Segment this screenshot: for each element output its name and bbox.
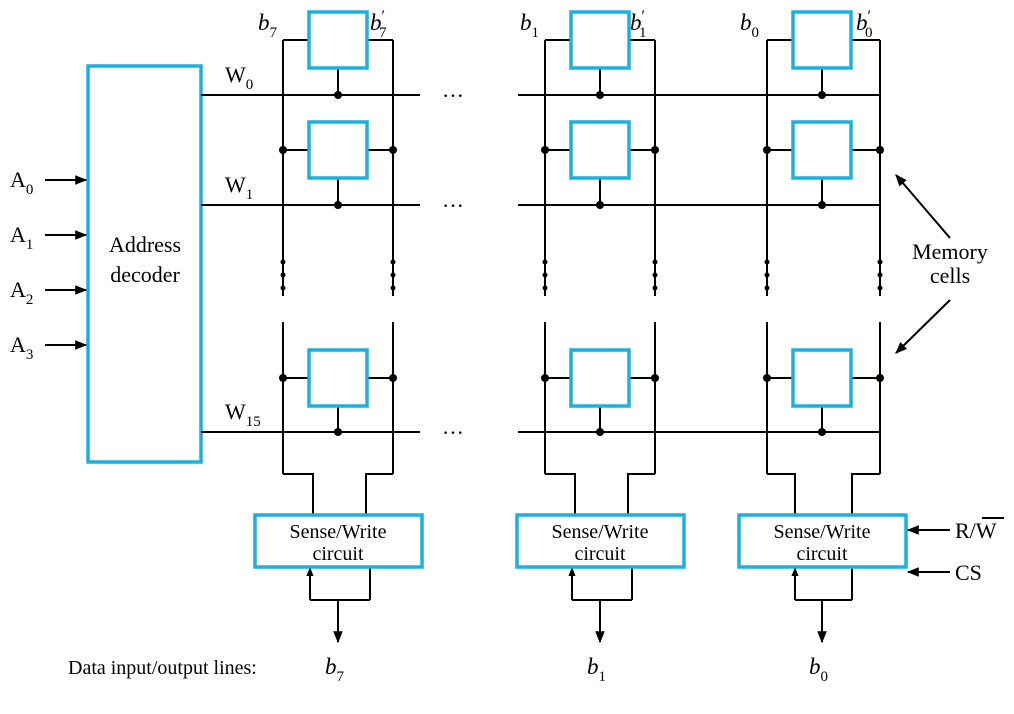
svg-text:W15: W15 — [225, 399, 261, 430]
memory-cell — [791, 348, 853, 408]
svg-text:W0: W0 — [225, 62, 253, 93]
address-input-letter: A — [10, 222, 26, 247]
rw-r-label: R/ — [955, 518, 977, 543]
word-line-letter: W — [225, 62, 246, 87]
bit-line-sub: 0 — [752, 25, 760, 41]
bit-column-b7: b7 b′7 — [258, 8, 397, 644]
word-line-w15: ··· W15 — [201, 399, 880, 445]
svg-text:b1: b1 — [587, 654, 606, 685]
word-line-letter: W — [225, 172, 246, 197]
ellipsis: ··· — [442, 420, 464, 445]
decoder-label-line2: decoder — [110, 262, 180, 287]
data-io-bit-sub: 0 — [821, 669, 829, 685]
data-io-bit: b — [587, 654, 599, 679]
svg-text:R/W: R/W — [955, 518, 997, 543]
svg-text:A0: A0 — [10, 167, 33, 198]
memory-cell — [791, 120, 853, 180]
address-input-letter: A — [10, 277, 26, 302]
svg-text:W1: W1 — [225, 172, 253, 203]
memory-cell — [569, 120, 631, 180]
bit-line-label: b — [740, 10, 752, 35]
word-lines: ··· W0 ··· W1 ··· W15 — [201, 62, 880, 445]
data-io-bit-sub: 1 — [599, 669, 607, 685]
word-line-sub: 0 — [246, 77, 254, 93]
control-input-rw: R/W — [906, 517, 1004, 543]
bit-line-sub: 7 — [270, 25, 278, 41]
sense-write-circuit-b0: Sense/Write circuit — [737, 513, 908, 569]
address-input-letter: A — [10, 332, 26, 357]
bit-line-complement-sub: 1 — [639, 25, 647, 41]
address-input-sub: 2 — [26, 292, 34, 308]
bit-line-complement-sub: 7 — [379, 25, 387, 41]
bit-line-sub: 1 — [532, 25, 540, 41]
memory-cells-label-line1: Memory — [912, 239, 988, 264]
sense-write-label-line2: circuit — [312, 543, 364, 565]
bit-column-b0: b0 b′0 — [740, 8, 884, 644]
memory-cells-label-line2: cells — [930, 263, 970, 288]
memory-cell — [791, 10, 853, 70]
svg-text:A3: A3 — [10, 332, 33, 363]
decoder-label-line1: Address — [109, 232, 181, 257]
address-input-a2: A2 — [10, 277, 88, 308]
address-input-a0: A0 — [10, 167, 88, 198]
word-line-sub: 1 — [246, 187, 254, 203]
prime-mark: ′ — [382, 8, 386, 25]
address-input-letter: A — [10, 167, 26, 192]
word-line-letter: W — [225, 399, 246, 424]
memory-cell — [569, 10, 631, 70]
cs-label: CS — [955, 560, 982, 585]
sense-write-label-line1: Sense/Write — [774, 521, 871, 543]
data-io-bit: b — [809, 654, 821, 679]
data-io-bit: b — [325, 654, 337, 679]
ellipsis: ··· — [442, 83, 464, 108]
svg-text:A2: A2 — [10, 277, 33, 308]
word-line-w0: ··· W0 — [201, 62, 880, 108]
svg-text:b0: b0 — [809, 654, 828, 685]
sense-write-label-line2: circuit — [796, 543, 848, 565]
data-io-bit-sub: 7 — [337, 669, 345, 685]
address-input-sub: 0 — [26, 182, 34, 198]
bit-line-complement-label: b — [370, 10, 382, 35]
bit-line-complement-label: b — [856, 10, 868, 35]
svg-text:b′0: b′0 — [856, 8, 873, 41]
sense-write-label-line1: Sense/Write — [290, 521, 387, 543]
bit-line-complement-label: b — [630, 10, 642, 35]
svg-text:b′1: b′1 — [630, 8, 647, 41]
control-input-cs: CS — [906, 560, 982, 585]
rw-w-label: W — [976, 518, 997, 543]
address-input-sub: 1 — [26, 237, 34, 253]
sense-write-circuit-b7: Sense/Write circuit — [253, 513, 424, 569]
bit-column-b1: b1 b′1 — [520, 8, 659, 644]
data-io-label: Data input/output lines: — [68, 657, 257, 679]
prime-mark: ′ — [868, 8, 872, 25]
svg-text:b′7: b′7 — [370, 8, 387, 41]
prime-mark: ′ — [642, 8, 646, 25]
data-io-lines: Data input/output lines: b7 b1 b0 — [68, 654, 828, 685]
ellipsis: ··· — [442, 193, 464, 218]
bit-line-complement-sub: 0 — [865, 25, 873, 41]
address-input-a1: A1 — [10, 222, 88, 253]
address-decoder: Address decoder — [86, 64, 203, 464]
memory-cell — [307, 348, 369, 408]
address-input-a3: A3 — [10, 332, 88, 363]
bit-line-label: b — [258, 10, 270, 35]
svg-text:b1: b1 — [520, 10, 539, 41]
svg-text:b0: b0 — [740, 10, 759, 41]
memory-cells-annotation: Memory cells — [895, 174, 988, 354]
word-line-sub: 15 — [246, 414, 261, 430]
word-line-w1: ··· W1 — [201, 172, 880, 218]
svg-text:b7: b7 — [258, 10, 278, 41]
memory-cell — [307, 10, 369, 70]
sense-write-label-line2: circuit — [574, 543, 626, 565]
bit-line-label: b — [520, 10, 532, 35]
memory-cell — [569, 348, 631, 408]
sense-write-circuit-b1: Sense/Write circuit — [515, 513, 686, 569]
address-input-sub: 3 — [26, 347, 34, 363]
svg-text:A1: A1 — [10, 222, 33, 253]
svg-text:b7: b7 — [325, 654, 345, 685]
address-inputs: A0 A1 A2 A3 — [10, 167, 88, 363]
sense-write-label-line1: Sense/Write — [552, 521, 649, 543]
memory-cell — [307, 120, 369, 180]
